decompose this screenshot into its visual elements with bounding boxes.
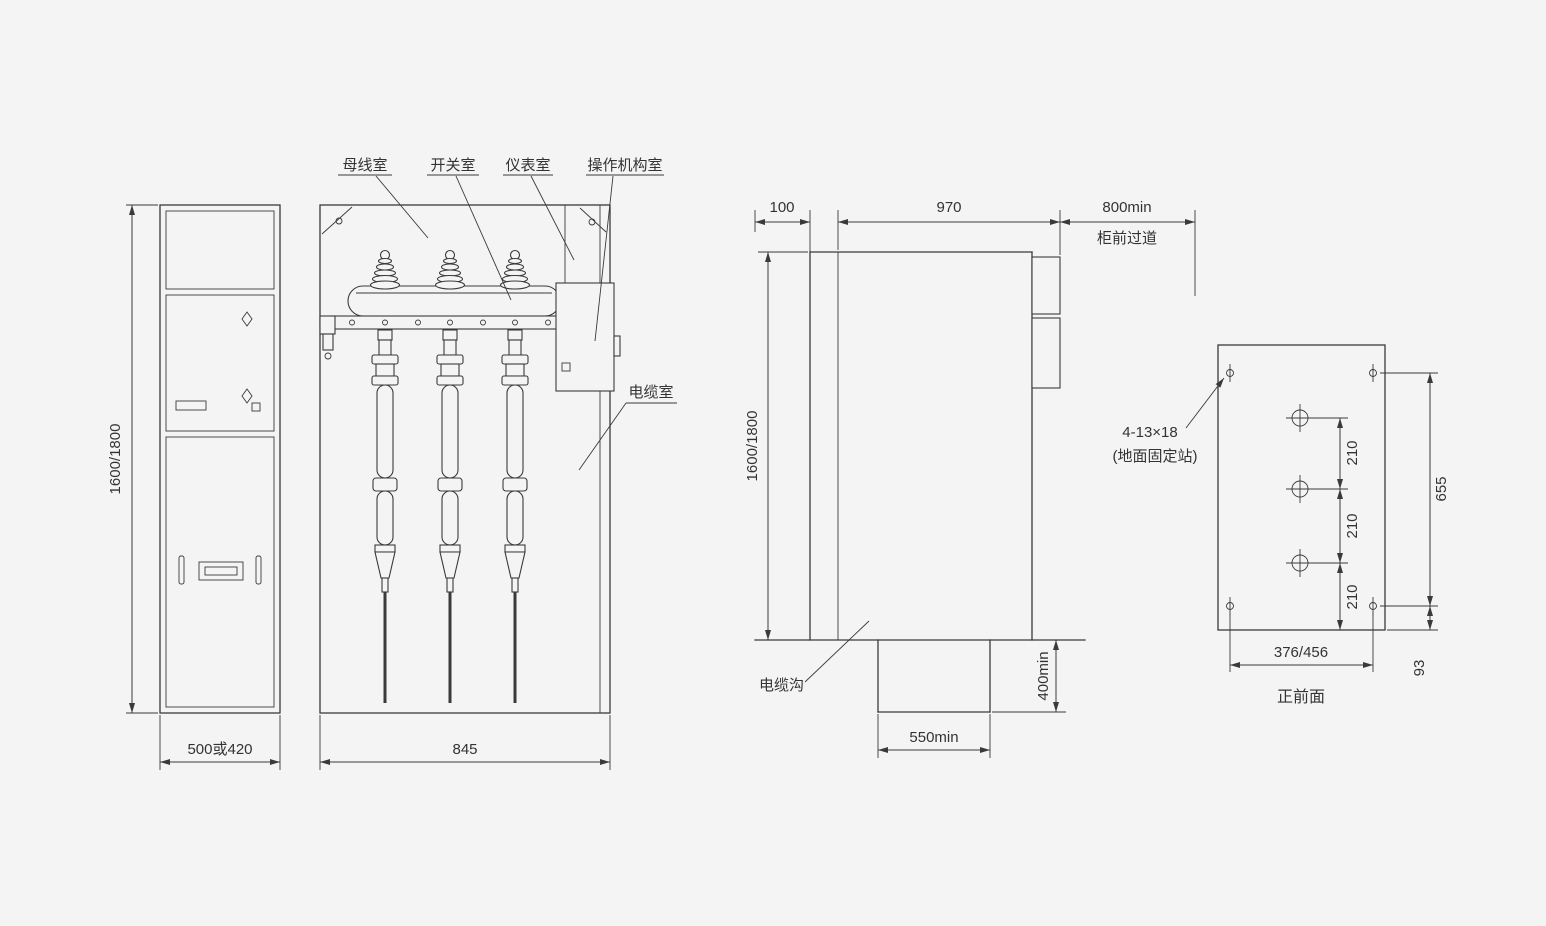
dim-800min: 800min [1102, 199, 1151, 216]
vent-slot-right [255, 555, 262, 585]
door-handle [198, 561, 244, 581]
aisle-800-dimension: 800min 柜前过道 [1060, 199, 1196, 296]
hole-spec-callout: 4-13×18 (地面固定站) [1113, 377, 1225, 465]
top-door-panel [165, 210, 275, 290]
label-hole-spec: 4-13×18 [1122, 424, 1177, 441]
dim-376-456: 376/456 [1274, 644, 1328, 661]
dim-pitch-1: 210 [1344, 440, 1361, 465]
nameplate-slot [175, 400, 207, 411]
dim-side-height: 1600/1800 [744, 411, 761, 482]
dim-front-height: 1600/1800 [107, 424, 124, 495]
label-hole-note: (地面固定站) [1113, 448, 1198, 465]
leader-meter-room [530, 175, 575, 261]
dim-front-width: 500或420 [187, 741, 252, 758]
center-cable-holes [1286, 404, 1314, 577]
depth-100-dimension: 100 [754, 199, 811, 252]
dim-93: 93 [1411, 660, 1428, 677]
side-view: 100 970 800min 柜前过道 1600/1800 400min [744, 199, 1196, 758]
cable-trench [877, 639, 991, 713]
front-height-dimension: 1600/1800 [107, 204, 158, 714]
depth-970-dimension: 970 [837, 199, 1061, 255]
front-width-dimension: 500或420 [159, 715, 281, 770]
left-hinge-bracket [319, 315, 336, 360]
indicator-diamond-top [241, 311, 253, 327]
section-width-dimension: 845 [319, 715, 611, 770]
label-cable-trench: 电缆沟 [759, 677, 804, 694]
corner-fixing-holes [1226, 364, 1377, 615]
dim-655: 655 [1433, 476, 1450, 501]
mechanism-handle [613, 335, 621, 357]
dimension-655: 655 [1380, 372, 1450, 607]
label-mechanism-room: 操作机构室 [587, 157, 662, 174]
corner-bolt-right [588, 218, 596, 226]
dimension-93: 93 [1387, 606, 1438, 676]
operating-mechanism-box [555, 282, 621, 392]
compartment-labels: 母线室 开关室 仪表室 操作机构室 电缆室 [338, 157, 677, 471]
leader-switch-room [455, 175, 512, 301]
side-height-dimension: 1600/1800 [744, 251, 808, 640]
indicator-diamond-bottom [241, 388, 253, 404]
corner-bolt-left [335, 217, 343, 225]
leader-cable-trench [804, 620, 870, 683]
corner-brace-left [321, 206, 353, 235]
bottom-door-panel [165, 436, 275, 708]
middle-panel-details [175, 311, 261, 412]
trench-depth-dimension: 400min [992, 640, 1066, 713]
trench-label-group: 电缆沟 [759, 620, 870, 694]
leader-cable-room [578, 402, 627, 471]
leader-busbar-room [375, 175, 429, 239]
dimension-376-456: 376/456 [1229, 614, 1374, 672]
label-switch-room: 开关室 [430, 157, 475, 174]
door-handle-inner [204, 566, 238, 576]
dim-970: 970 [936, 199, 961, 216]
front-protrusion-upper [1031, 256, 1061, 315]
middle-door-panel [165, 294, 275, 432]
label-cable-room: 电缆室 [628, 384, 673, 401]
leader-mechanism-room [594, 175, 614, 342]
label-meter-room: 仪表室 [505, 157, 550, 174]
label-busbar-room: 母线室 [342, 157, 387, 174]
front-protrusion-lower [1031, 317, 1061, 389]
dim-100: 100 [769, 199, 794, 216]
trench-width-dimension: 550min [877, 714, 991, 758]
small-aperture [251, 402, 261, 412]
label-aisle: 柜前过道 [1097, 230, 1157, 247]
mounting-plate-outline [1217, 344, 1386, 631]
leader-hole-spec [1185, 377, 1225, 429]
cabinet-section-outline [319, 204, 611, 714]
dim-section-width: 845 [452, 741, 477, 758]
dim-pitch-2: 210 [1344, 513, 1361, 538]
dim-550min: 550min [909, 729, 958, 746]
vent-slot-left [178, 555, 185, 585]
front-view: 1600/1800 500或420 [107, 204, 281, 770]
switch-vessel [347, 285, 561, 317]
corner-brace-right [579, 207, 607, 233]
dim-pitch-3: 210 [1344, 584, 1361, 609]
plate-view: 210 210 210 655 93 376/456 4-13×18 (地面固定… [1113, 344, 1450, 706]
cabinet-outline [159, 204, 281, 714]
hole-pitch-dimensions: 210 210 210 [1310, 417, 1361, 630]
mounting-band [329, 315, 565, 330]
section-view: 母线室 开关室 仪表室 操作机构室 电缆室 845 [319, 157, 677, 770]
bottom-panel-details [178, 555, 262, 585]
caption-front-face: 正前面 [1277, 688, 1325, 706]
dim-400min: 400min [1035, 651, 1052, 700]
